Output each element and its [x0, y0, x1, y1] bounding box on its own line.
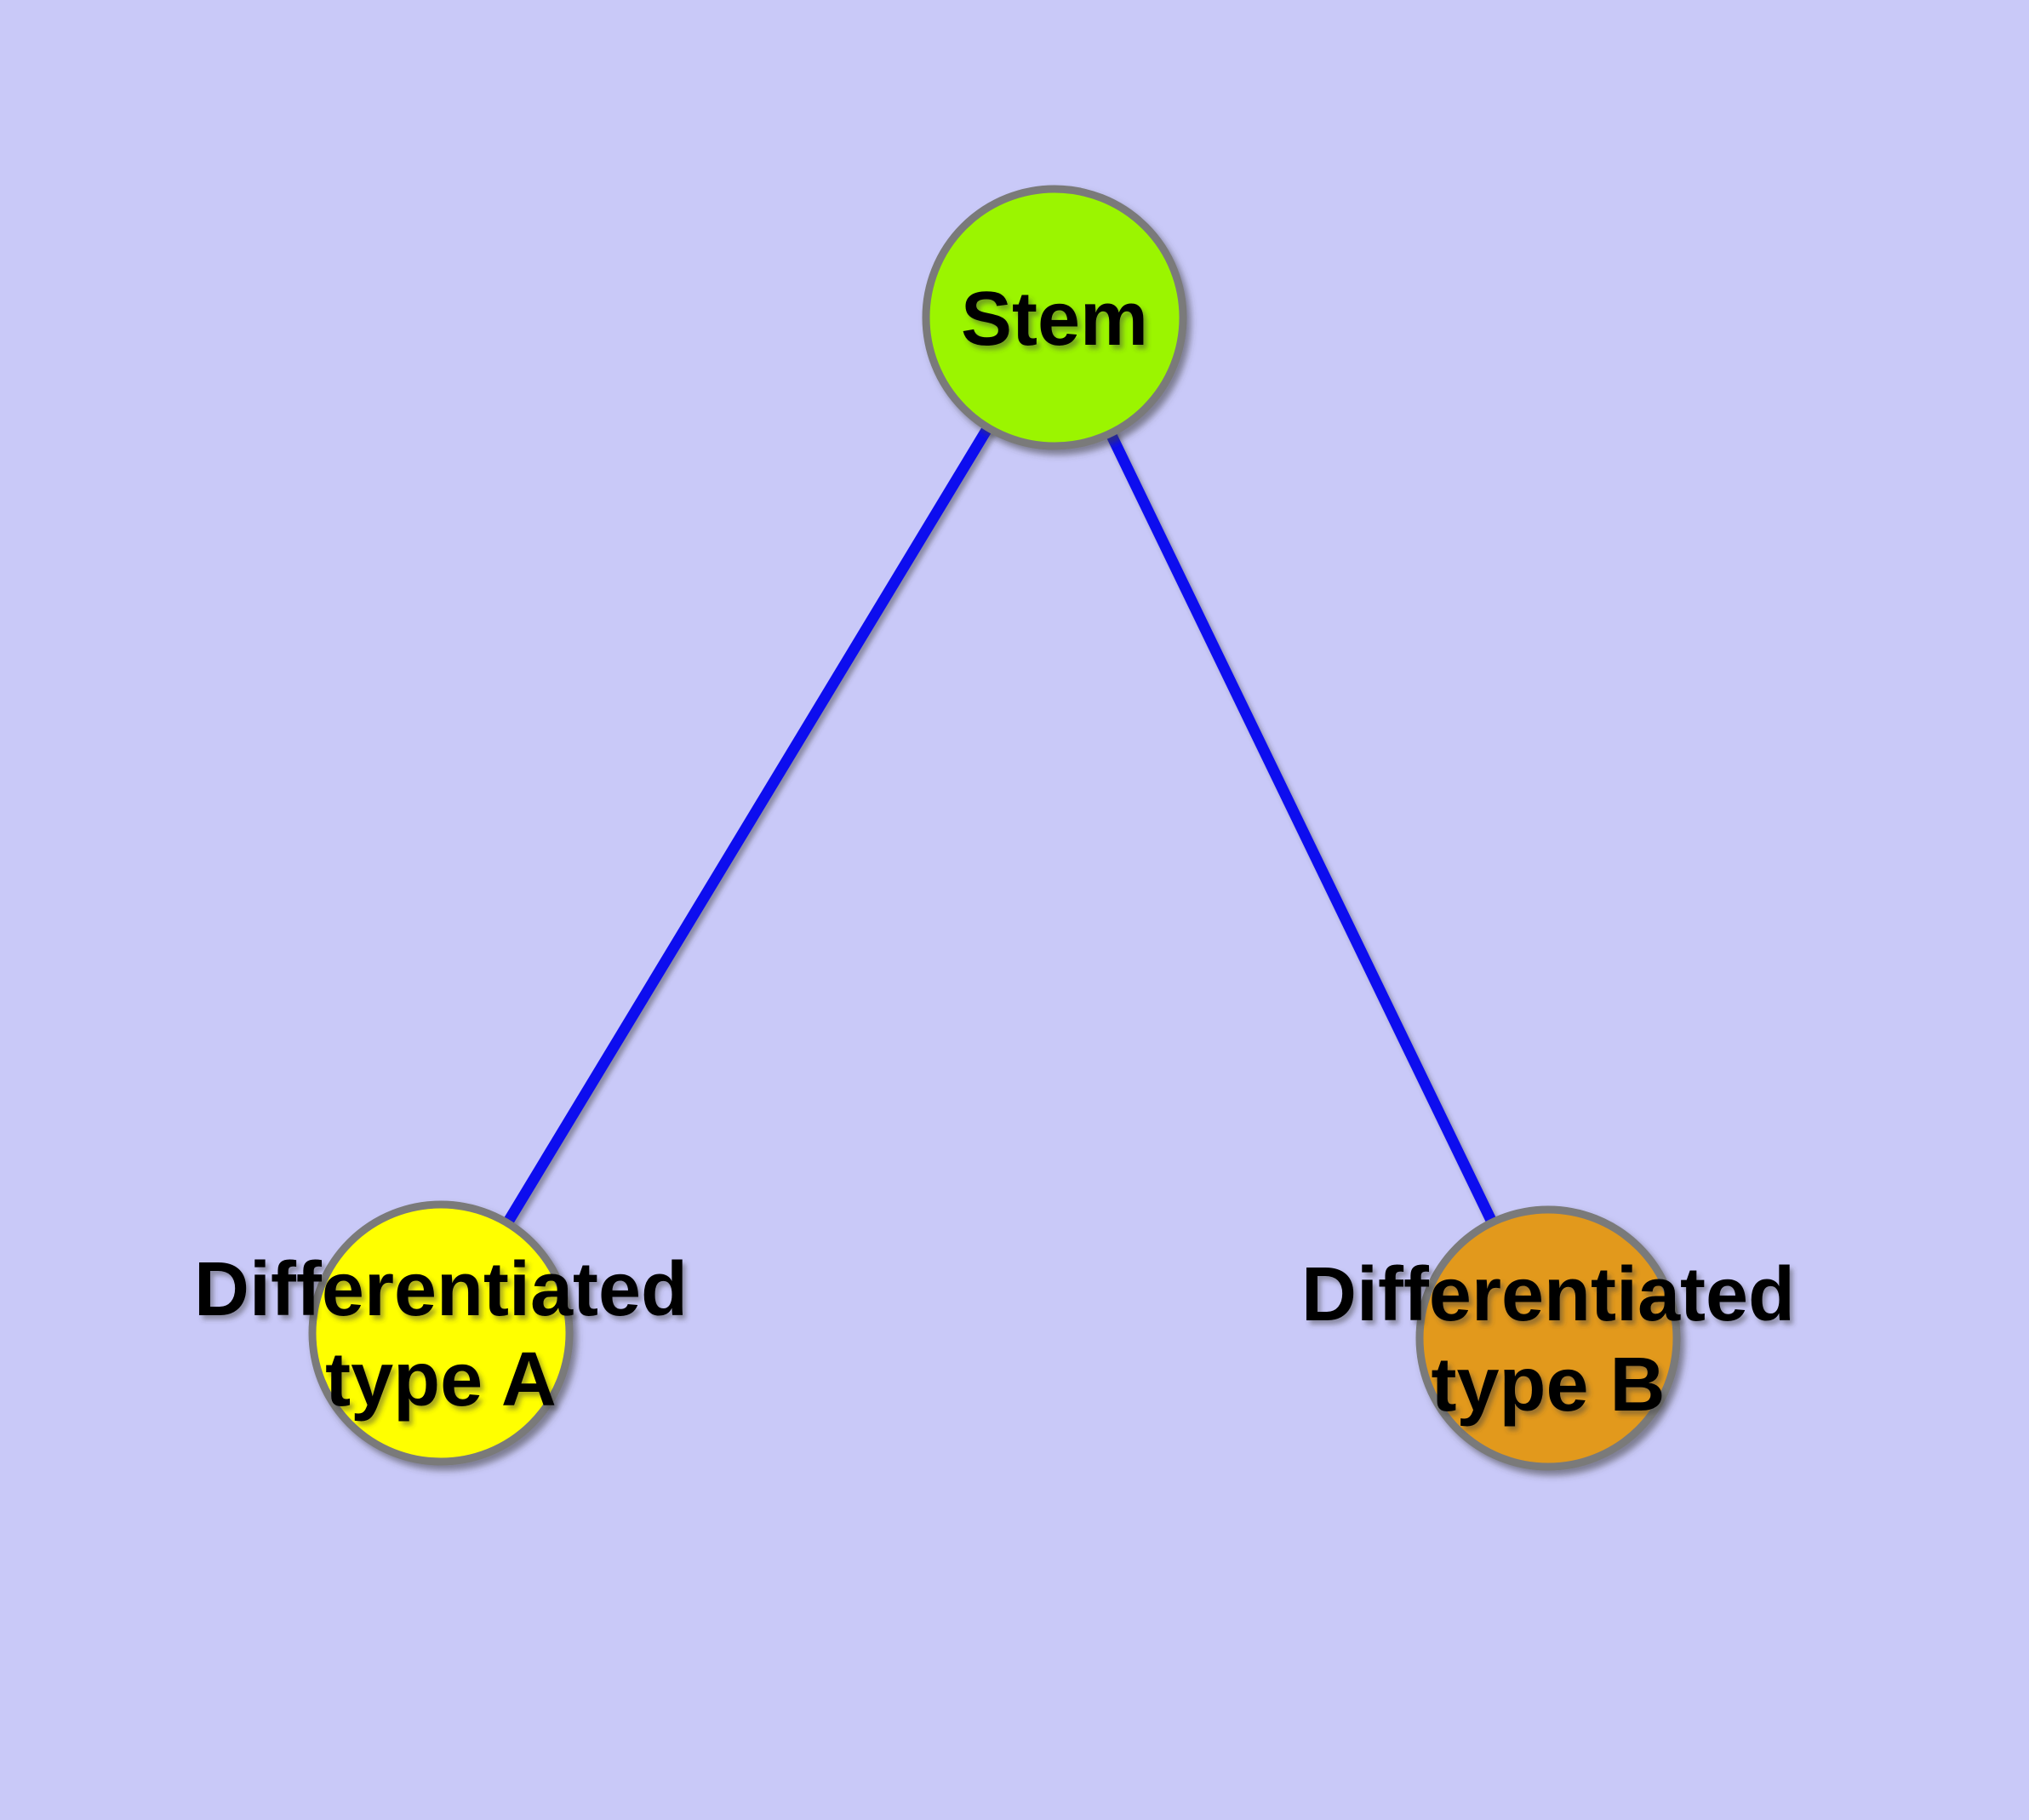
nodes-layer	[308, 185, 1681, 1471]
node-differentiated-type-a[interactable]	[308, 1200, 574, 1466]
edge-stem-type-b	[1049, 315, 1553, 1341]
edge-stem-type-a	[436, 314, 1060, 1336]
edges-layer	[436, 314, 1553, 1341]
node-label-stem: Stem	[961, 277, 1148, 362]
node-stem[interactable]	[922, 185, 1187, 450]
node-differentiated-type-b[interactable]	[1415, 1205, 1681, 1471]
